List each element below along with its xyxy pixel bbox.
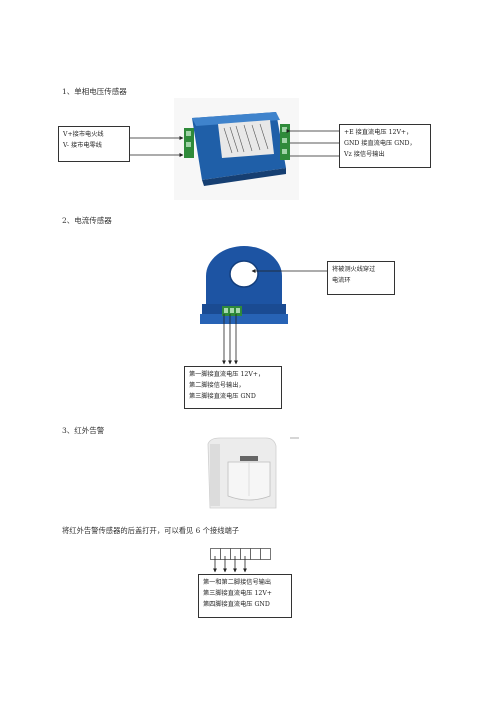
infrared-bottom-note-box: 第一和第二脚接信号输出 第三脚接直流电压 12V+ 第四脚接直流电压 GND [198,574,292,618]
voltage-left-note-line-1: V+接市电火线 [63,131,104,138]
current-right-note-box: 将被测火线穿过 电流环 [327,261,395,295]
infrared-bottom-note-line-3: 第四脚接直流电压 GND [203,601,270,608]
infrared-sensor-image [200,434,300,514]
voltage-right-note-line-2: GND 接直流电压 GND， [344,140,416,147]
current-right-note-line-2: 电流环 [332,277,351,284]
voltage-right-note-line-1: +E 接直流电压 12V+， [344,129,413,136]
current-right-note-line-1: 将被测火线穿过 [332,266,376,273]
voltage-sensor-image [174,98,299,200]
current-bottom-note-box: 第一脚接直流电压 12V+， 第二脚接信号输出， 第三脚接直流电压 GND [184,366,282,409]
voltage-left-note-box: V+接市电火线 V- 接市电零线 [58,126,130,162]
section-1-heading: 1、单相电压传感器 [62,87,127,96]
section-3-heading: 3、红外告警 [62,426,105,435]
section-2-heading: 2、电流传感器 [62,216,112,225]
voltage-left-note-line-2: V- 接市电零线 [63,142,102,149]
terminal-block [210,548,271,560]
infrared-description: 将红外告警传感器的后盖打开，可以看见 6 个接线端子 [62,526,240,535]
infrared-bottom-note-line-1: 第一和第二脚接信号输出 [203,579,272,586]
current-bottom-note-line-1: 第一脚接直流电压 12V+， [189,371,265,378]
voltage-right-note-box: +E 接直流电压 12V+， GND 接直流电压 GND， Vz 接信号输出 [339,124,431,168]
current-bottom-note-line-3: 第三脚接直流电压 GND [189,393,256,400]
infrared-bottom-note-line-2: 第三脚接直流电压 12V+ [203,590,272,597]
current-sensor-image [200,246,288,330]
current-bottom-note-line-2: 第二脚接信号输出， [189,382,245,389]
voltage-right-note-line-3: Vz 接信号输出 [344,151,385,158]
